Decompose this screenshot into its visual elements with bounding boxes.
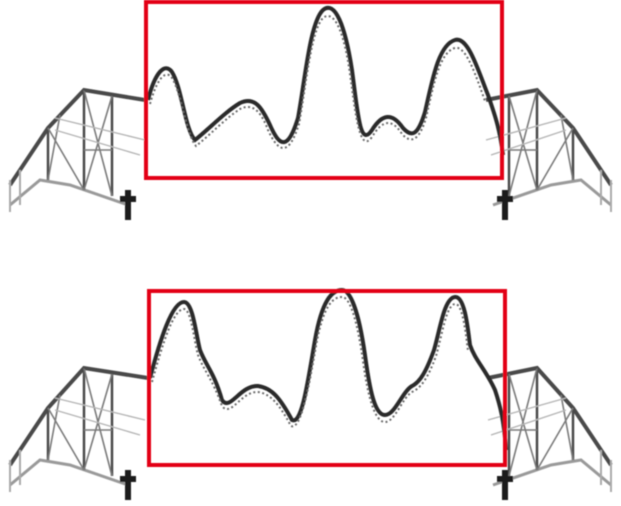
top-left-support — [120, 190, 136, 220]
bottom-left-support — [120, 470, 136, 500]
bottom-right-support — [497, 470, 513, 500]
bottom-arch-profile — [148, 287, 508, 451]
bottom-highlight-box — [147, 289, 507, 467]
top-right-support — [497, 190, 513, 220]
top-panel — [8, 0, 613, 220]
top-arch-profile — [146, 6, 505, 156]
bottom-panel — [8, 287, 613, 500]
top-highlight-box — [144, 0, 504, 180]
top-left-truss — [8, 87, 146, 212]
top-right-truss — [485, 87, 613, 212]
bottom-left-truss — [8, 365, 149, 492]
